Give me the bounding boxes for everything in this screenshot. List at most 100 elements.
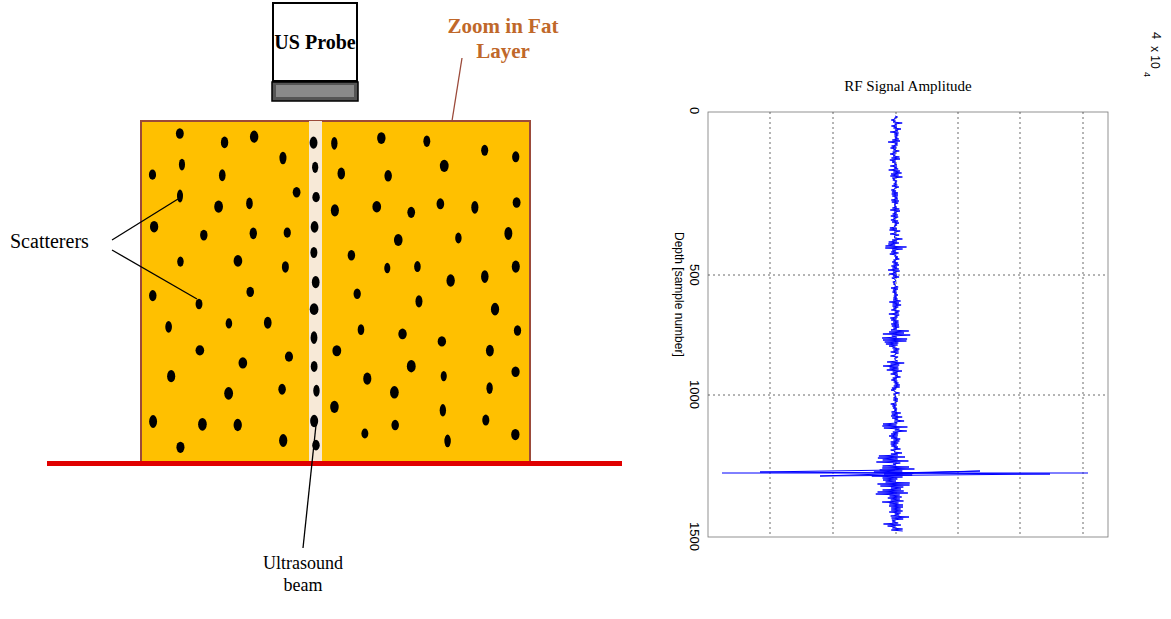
scatterer <box>471 201 478 214</box>
fat-layer <box>141 121 530 463</box>
chart-title: RF Signal Amplitude <box>844 78 972 95</box>
scatterer <box>224 387 233 400</box>
scatterer <box>310 303 319 315</box>
scatterer <box>311 221 319 233</box>
scatterer <box>176 442 184 453</box>
leader-line <box>112 199 178 240</box>
leader-line <box>303 425 316 548</box>
scatterer <box>331 204 339 216</box>
scatterer <box>513 197 521 207</box>
scatterer <box>310 415 318 427</box>
scatterer <box>311 361 318 372</box>
scatterer <box>150 221 158 233</box>
scatterer <box>407 207 415 218</box>
scatterer <box>177 256 183 266</box>
scatterer <box>219 169 226 181</box>
scatterer <box>196 345 205 355</box>
scatterer <box>354 288 361 299</box>
tick-label: 0 <box>687 107 702 114</box>
scatterer <box>179 159 185 171</box>
scatterer <box>481 145 488 156</box>
scatterer <box>284 228 291 238</box>
rf-spike <box>722 473 1088 474</box>
scatterer <box>440 160 449 172</box>
leader-line <box>112 250 197 299</box>
scatterer <box>176 128 184 139</box>
tick-label: 1500 <box>687 522 702 551</box>
scatterer <box>279 152 286 165</box>
scatterer <box>312 162 318 173</box>
scatterer <box>441 371 447 381</box>
scatterer <box>391 420 399 430</box>
scatterer <box>196 299 203 310</box>
bone-line <box>47 461 622 466</box>
tick-label: 500 <box>687 264 702 286</box>
scatterer <box>221 137 228 149</box>
scatterer <box>250 131 258 143</box>
scatterer <box>200 230 207 241</box>
scatterer <box>348 250 355 260</box>
leader-line <box>452 58 462 121</box>
scatterer <box>444 435 450 448</box>
scatterer <box>423 135 430 147</box>
scatterer <box>246 287 254 297</box>
scatterer <box>363 373 371 385</box>
scatterer <box>504 227 512 240</box>
scatterer <box>455 233 461 244</box>
scatterer <box>514 325 521 335</box>
scatterer <box>438 336 446 346</box>
scatterer <box>149 415 157 428</box>
region-title: Zoom in Fat Layer <box>433 14 573 64</box>
scatterer <box>338 167 345 179</box>
plot-frame <box>708 112 1108 537</box>
rf-signal <box>760 116 1050 531</box>
scatterer <box>511 367 519 377</box>
scatterer <box>246 198 253 210</box>
scatterer <box>149 290 156 301</box>
scatterer <box>331 137 337 150</box>
scatterer <box>250 227 257 239</box>
exponent-label: x 10 <box>1148 46 1162 69</box>
probe-label: US Probe <box>274 30 356 54</box>
scatterer <box>332 345 341 356</box>
scatterer <box>437 198 445 209</box>
scatterer <box>398 329 406 340</box>
scatterer <box>165 321 172 333</box>
scatterer <box>486 382 492 394</box>
scatterer <box>214 201 223 213</box>
scatterer <box>384 170 391 182</box>
scatterer <box>394 234 403 246</box>
scatterer <box>491 303 499 316</box>
tick-label: 4 <box>1149 32 1164 39</box>
scatterer <box>312 192 319 202</box>
scatterer <box>511 429 519 440</box>
scatterer-dots <box>149 128 521 453</box>
scatterer <box>486 345 494 357</box>
scatterer <box>407 360 416 372</box>
fat-layer-region: Zoom in Fat Layer <box>141 121 530 463</box>
scatterer <box>264 317 272 329</box>
scatterer <box>415 295 422 307</box>
probe-head-inner <box>276 85 354 97</box>
scatterer <box>293 187 301 198</box>
scatterer <box>149 170 156 180</box>
scatterer <box>278 384 286 395</box>
scatterer <box>481 270 488 283</box>
axis-label: Depth [sample number] <box>672 232 686 357</box>
scatterer <box>446 274 454 286</box>
scatterer <box>282 261 289 273</box>
scatterer <box>311 331 318 344</box>
part-label: Scatterers <box>10 230 89 253</box>
exponent-label: 4 <box>1142 72 1152 77</box>
scatterer <box>377 132 385 144</box>
scatterer <box>239 357 248 368</box>
scatterer <box>384 263 390 274</box>
scatterer <box>372 201 381 212</box>
scatterer <box>198 418 207 431</box>
scatterer <box>358 324 365 335</box>
scatterer <box>310 137 318 149</box>
scatterer <box>177 190 183 203</box>
scatterer <box>167 370 175 382</box>
scatterer <box>330 401 338 413</box>
